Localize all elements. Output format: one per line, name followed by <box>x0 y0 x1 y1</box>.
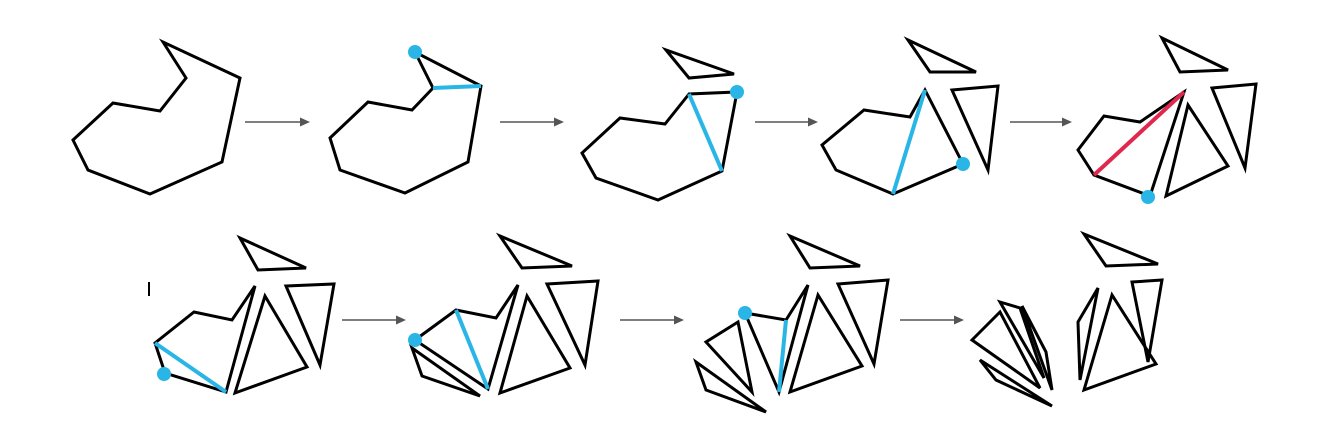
ear-diagonal <box>454 309 490 390</box>
arrow-5 <box>342 315 406 325</box>
arrow-2 <box>500 117 564 127</box>
clipped-triangle <box>1076 287 1100 381</box>
polygon-outline <box>742 284 810 397</box>
clipped-triangle <box>661 46 735 80</box>
step-2-panel <box>328 45 483 195</box>
step-7-panel <box>408 232 600 398</box>
arrow-6 <box>620 315 684 325</box>
ear-tip-marker <box>157 367 171 381</box>
polygon-outline <box>580 90 739 202</box>
polygon-outline <box>820 86 966 196</box>
clipped-triangle <box>544 279 600 371</box>
ear-tip-marker <box>408 333 422 347</box>
clipped-triangle <box>497 292 573 396</box>
clipped-triangle <box>978 358 1053 408</box>
step-4-panel <box>820 36 1000 196</box>
ear-diagonal <box>153 341 228 394</box>
clipped-triangle <box>969 309 1042 390</box>
clipped-triangle <box>1020 305 1054 391</box>
step-9-panel <box>969 230 1164 408</box>
arrow-7 <box>900 315 964 325</box>
clipped-triangle <box>949 84 1000 176</box>
step-8-panel <box>692 232 890 414</box>
ear-diagonal <box>687 93 724 172</box>
ear-tip-marker <box>738 306 752 320</box>
ear-diagonal <box>777 319 788 393</box>
clipped-triangle <box>903 36 977 74</box>
ear-tip-marker <box>1141 190 1155 204</box>
clipped-triangle <box>1163 101 1231 199</box>
ear-tip-marker <box>730 85 744 99</box>
clipped-triangle <box>692 357 767 414</box>
clipped-triangle <box>283 282 336 371</box>
arrow-4 <box>1010 117 1072 127</box>
clipped-triangle <box>495 232 573 270</box>
clipped-triangle <box>996 299 1046 379</box>
ear-tip-marker <box>956 157 970 171</box>
arrow-3 <box>755 117 818 127</box>
clipped-triangle <box>1081 291 1159 393</box>
arrow-1 <box>245 117 310 127</box>
ear-tip-marker <box>408 45 422 59</box>
clipped-triangle <box>703 319 755 397</box>
clipped-triangle <box>787 291 865 395</box>
step-1-panel <box>71 38 242 196</box>
step-3-panel <box>580 46 744 202</box>
polygon-outline <box>328 48 483 195</box>
clipped-triangle <box>232 292 310 396</box>
clipped-triangle <box>786 232 861 270</box>
clipped-triangle <box>1158 34 1229 74</box>
clipped-triangle <box>1130 278 1164 363</box>
ear-diagonal <box>891 89 927 195</box>
clipped-triangle <box>408 344 481 398</box>
polygon-outline <box>71 38 242 196</box>
step-5-panel <box>1076 34 1258 204</box>
clipped-triangle <box>1079 230 1159 268</box>
clipped-triangle <box>236 234 307 272</box>
step-6-panel <box>148 234 336 396</box>
ear-diagonal <box>432 84 482 90</box>
polygon-outline <box>412 284 520 392</box>
invalid-diagonal <box>1092 90 1186 177</box>
clipped-triangle <box>1209 82 1258 174</box>
clipped-triangle <box>835 278 890 370</box>
